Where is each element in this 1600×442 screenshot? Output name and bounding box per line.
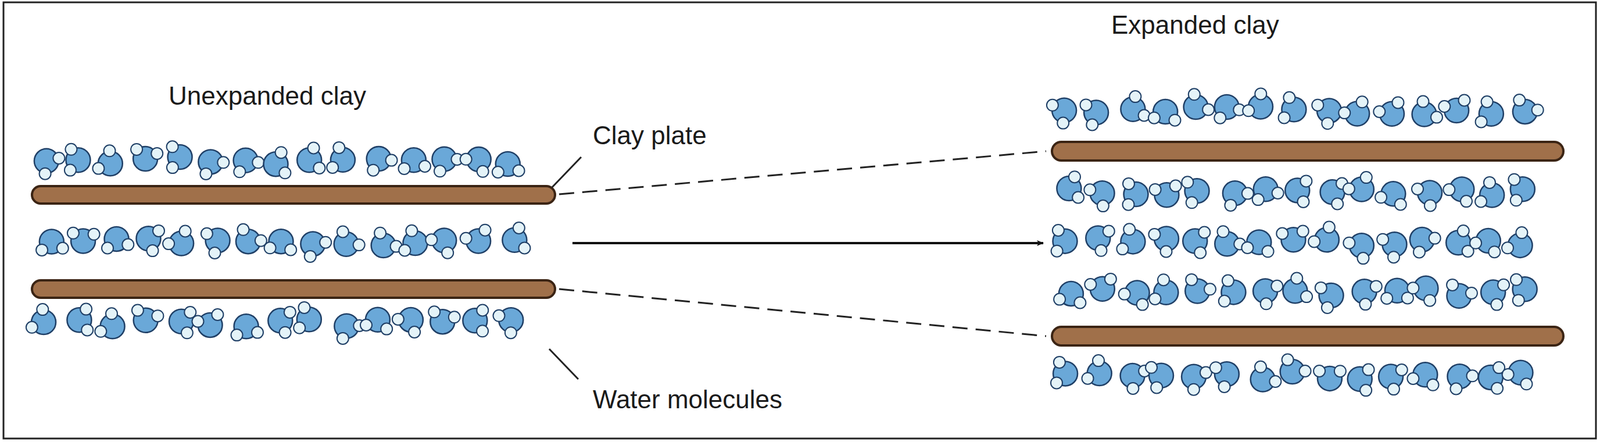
title-label: Unexpanded clay bbox=[168, 81, 367, 112]
leader-lines bbox=[549, 156, 582, 379]
clay-plates bbox=[31, 141, 1564, 346]
title-label: Expanded clay bbox=[1111, 10, 1280, 41]
part-label: Water molecules bbox=[592, 384, 783, 415]
frame bbox=[3, 2, 1596, 439]
expansion-arrow bbox=[572, 241, 1044, 245]
dashed-lines bbox=[559, 151, 1047, 336]
water-molecules bbox=[26, 87, 1544, 396]
part-label: Clay plate bbox=[592, 120, 707, 151]
